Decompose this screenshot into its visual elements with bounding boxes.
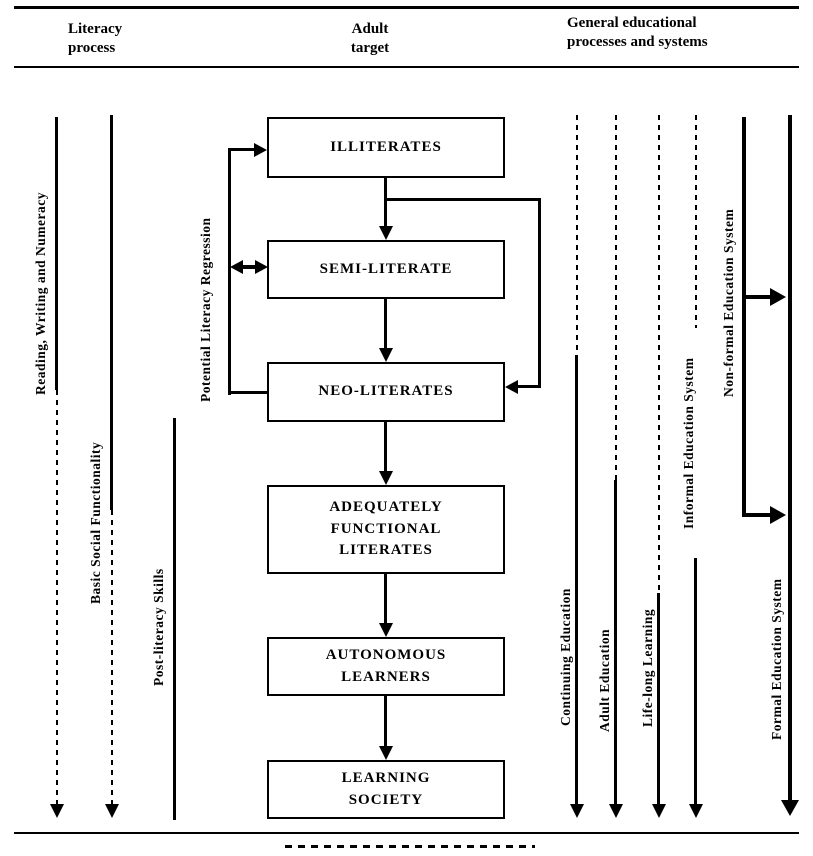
arrowhead-right [770, 506, 786, 524]
track-line-solid [694, 558, 697, 804]
flow-box-adequately-functional-literates: ADEQUATELY FUNCTIONAL LITERATES [267, 485, 505, 574]
column-header-adult-target: Adult target [350, 21, 390, 56]
track-line-dashed [576, 115, 578, 355]
flow-box-learning-society: LEARNING SOCIETY [267, 760, 505, 819]
track-line-dashed [695, 115, 697, 328]
arrowhead-down [781, 800, 799, 816]
track-line-solid [55, 117, 58, 390]
track-label: Life-long Learning [640, 608, 655, 728]
bottom-rule [14, 832, 799, 834]
top-rule [14, 6, 799, 9]
track-line-dashed [658, 115, 660, 593]
arrowhead-down [570, 804, 584, 818]
track-label: Formal Education System [769, 578, 784, 741]
arrowhead-down [609, 804, 623, 818]
track-line-dashed [615, 115, 617, 480]
track-line-solid [614, 480, 617, 804]
flow-box-illiterates: ILLITERATES [267, 117, 505, 178]
track-label: Non-formal Education System [721, 208, 736, 397]
track-label: Reading, Writing and Numeracy [33, 191, 48, 395]
arrowhead-down [105, 804, 119, 818]
flow-box-autonomous-learners: AUTONOMOUS LEARNERS [267, 637, 505, 696]
track-line-solid [110, 115, 113, 510]
track-label: Informal Education System [681, 357, 696, 529]
track-line-solid [788, 115, 792, 802]
arrowhead-left [230, 260, 243, 274]
track-label: Adult Education [597, 628, 612, 732]
arrowhead-right [770, 288, 786, 306]
track-line-dashed [111, 510, 113, 804]
arrowhead-left [505, 380, 518, 394]
track-line-dashed [56, 390, 58, 804]
track-line-solid [742, 117, 746, 517]
arrowhead-right [254, 143, 267, 157]
regression-label: Potential Literacy Regression [198, 217, 213, 403]
flow-box-semi-literate: SEMI-LITERATE [267, 240, 505, 299]
bottom-partial-rule [285, 845, 535, 848]
track-line-solid [173, 418, 176, 820]
flow-box-neo-literates: NEO-LITERATES [267, 362, 505, 422]
track-label: Post-literacy Skills [151, 568, 166, 686]
header-rule [14, 66, 799, 68]
track-line-solid [575, 355, 578, 804]
arrowhead-down [50, 804, 64, 818]
track-label: Continuing Education [558, 588, 573, 726]
track-label: Basic Social Functionality [88, 441, 103, 605]
track-line-solid [657, 593, 660, 804]
column-header-literacy-process: Literacy process [68, 21, 123, 56]
arrowhead-right [255, 260, 268, 274]
column-header-general-educational: General educational processes and system… [567, 15, 708, 50]
arrowhead-down [689, 804, 703, 818]
arrowhead-down [652, 804, 666, 818]
